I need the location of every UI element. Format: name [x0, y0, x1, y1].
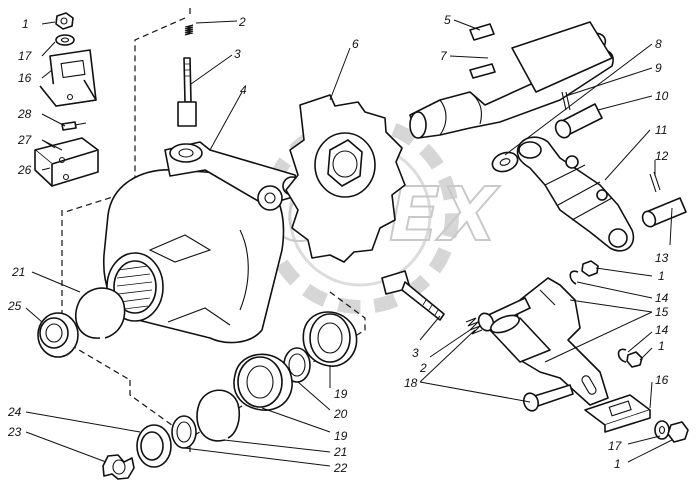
callout-26: 26 — [17, 163, 32, 177]
callout-3-top: 3 — [234, 47, 241, 61]
assembly-boundary — [61, 8, 366, 452]
callout-10: 10 — [655, 89, 669, 103]
callout-24: 24 — [7, 405, 22, 419]
bearing-24 — [136, 424, 172, 468]
callout-4: 4 — [240, 83, 247, 97]
cam-disc-6 — [285, 94, 406, 263]
nut-top-left — [55, 12, 74, 30]
main-housing — [102, 169, 285, 344]
leader-lines — [25, 19, 673, 467]
bearing-19-upper — [302, 311, 358, 367]
callout-14-lower: 14 — [655, 323, 669, 337]
nut-right-1b — [626, 351, 643, 368]
callout-21-left: 21 — [11, 265, 25, 279]
callout-17-bottom: 17 — [608, 439, 623, 453]
spring-2-mid — [465, 317, 483, 335]
callout-17-top: 17 — [18, 49, 33, 63]
callout-25: 25 — [7, 299, 22, 313]
bolt-3-mid — [381, 270, 445, 321]
callout-11: 11 — [655, 123, 667, 137]
callout-18: 18 — [404, 376, 418, 390]
snap-ring-21-right — [196, 389, 241, 442]
bearing-19-lower — [233, 353, 293, 411]
callout-1-bottom: 1 — [614, 457, 621, 471]
callout-23: 23 — [7, 425, 22, 439]
seal-25 — [37, 312, 79, 358]
callout-14-upper: 14 — [655, 291, 669, 305]
callout-2-top: 2 — [238, 15, 246, 29]
callout-19-lower: 19 — [334, 429, 348, 443]
shaft-7 — [409, 21, 614, 139]
callout-2-mid: 2 — [419, 361, 427, 375]
callout-19-upper: 19 — [334, 387, 348, 401]
callout-9: 9 — [655, 61, 662, 75]
ring-22 — [171, 415, 197, 449]
snap-ring-21-left — [75, 287, 126, 339]
bolt-3-top — [177, 57, 197, 127]
castle-nut-23 — [102, 454, 135, 480]
callout-6: 6 — [352, 37, 359, 51]
callout-12: 12 — [655, 149, 669, 163]
bracket-15 — [514, 277, 609, 406]
pin-13 — [641, 197, 687, 228]
cylinder-11 — [516, 136, 635, 252]
callout-15: 15 — [655, 305, 669, 319]
callout-27: 27 — [17, 133, 33, 147]
pin-10 — [554, 103, 603, 139]
lever-4 — [164, 141, 302, 211]
callout-7: 7 — [440, 49, 448, 63]
nut-right-1 — [581, 260, 599, 277]
washer-8 — [491, 151, 519, 173]
callout-22: 22 — [333, 461, 348, 475]
ring-14-upper — [569, 270, 579, 285]
washer-top-left — [55, 34, 75, 46]
callout-28: 28 — [17, 107, 32, 121]
callout-3-mid: 3 — [412, 346, 419, 360]
callout-13: 13 — [655, 251, 669, 265]
callout-1-right-a: 1 — [658, 269, 665, 283]
callout-16-bottom: 16 — [655, 373, 669, 387]
screw-28 — [61, 121, 87, 131]
bracket-16-bottom — [584, 394, 651, 433]
key-5 — [469, 23, 495, 41]
callout-16-top: 16 — [18, 71, 32, 85]
spacer-sleeve — [489, 314, 551, 363]
ring-14-lower — [617, 348, 627, 363]
bolts-18 — [477, 297, 574, 412]
callout-1-right-b: 1 — [658, 339, 665, 353]
callout-1-top: 1 — [22, 17, 29, 31]
spring-2-top — [184, 24, 194, 36]
callout-5: 5 — [444, 13, 451, 27]
callout-8: 8 — [655, 37, 662, 51]
bracket-16-top — [39, 49, 97, 107]
callout-21-right: 21 — [333, 445, 347, 459]
callout-20: 20 — [333, 407, 348, 421]
clip-27-26 — [34, 137, 99, 187]
nut-bottom-right — [667, 421, 689, 443]
